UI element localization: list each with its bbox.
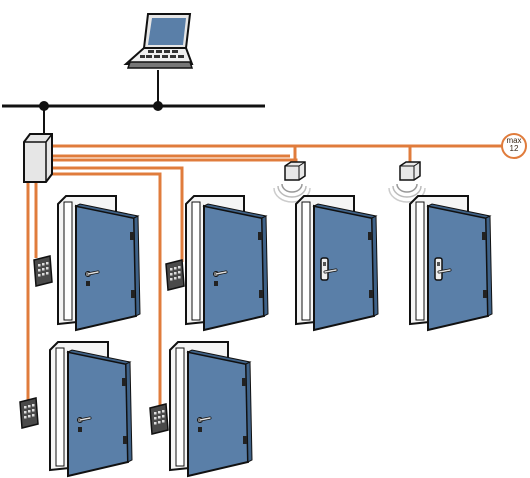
network-bus — [2, 70, 265, 138]
wireless-hub-icon — [284, 161, 306, 181]
door-icon — [409, 195, 493, 331]
wireless-hub-icon — [399, 161, 421, 181]
max-label-line1: max — [506, 136, 522, 145]
controller-box-icon — [23, 133, 53, 183]
keypad-reader-icon — [19, 397, 39, 429]
door-icon — [57, 195, 141, 331]
max-devices-badge — [501, 133, 527, 159]
wiring — [26, 144, 505, 408]
door-icon — [295, 195, 379, 331]
keypad-reader-icon — [165, 259, 185, 291]
door-icon — [49, 341, 133, 477]
door-icon — [185, 195, 269, 331]
keypad-reader-icon — [149, 403, 169, 435]
laptop-icon — [123, 13, 194, 69]
door-icon — [169, 341, 253, 477]
max-label-line2: 12 — [509, 144, 519, 153]
max-devices-label: max 12 — [502, 137, 526, 153]
keypad-reader-icon — [33, 255, 53, 287]
